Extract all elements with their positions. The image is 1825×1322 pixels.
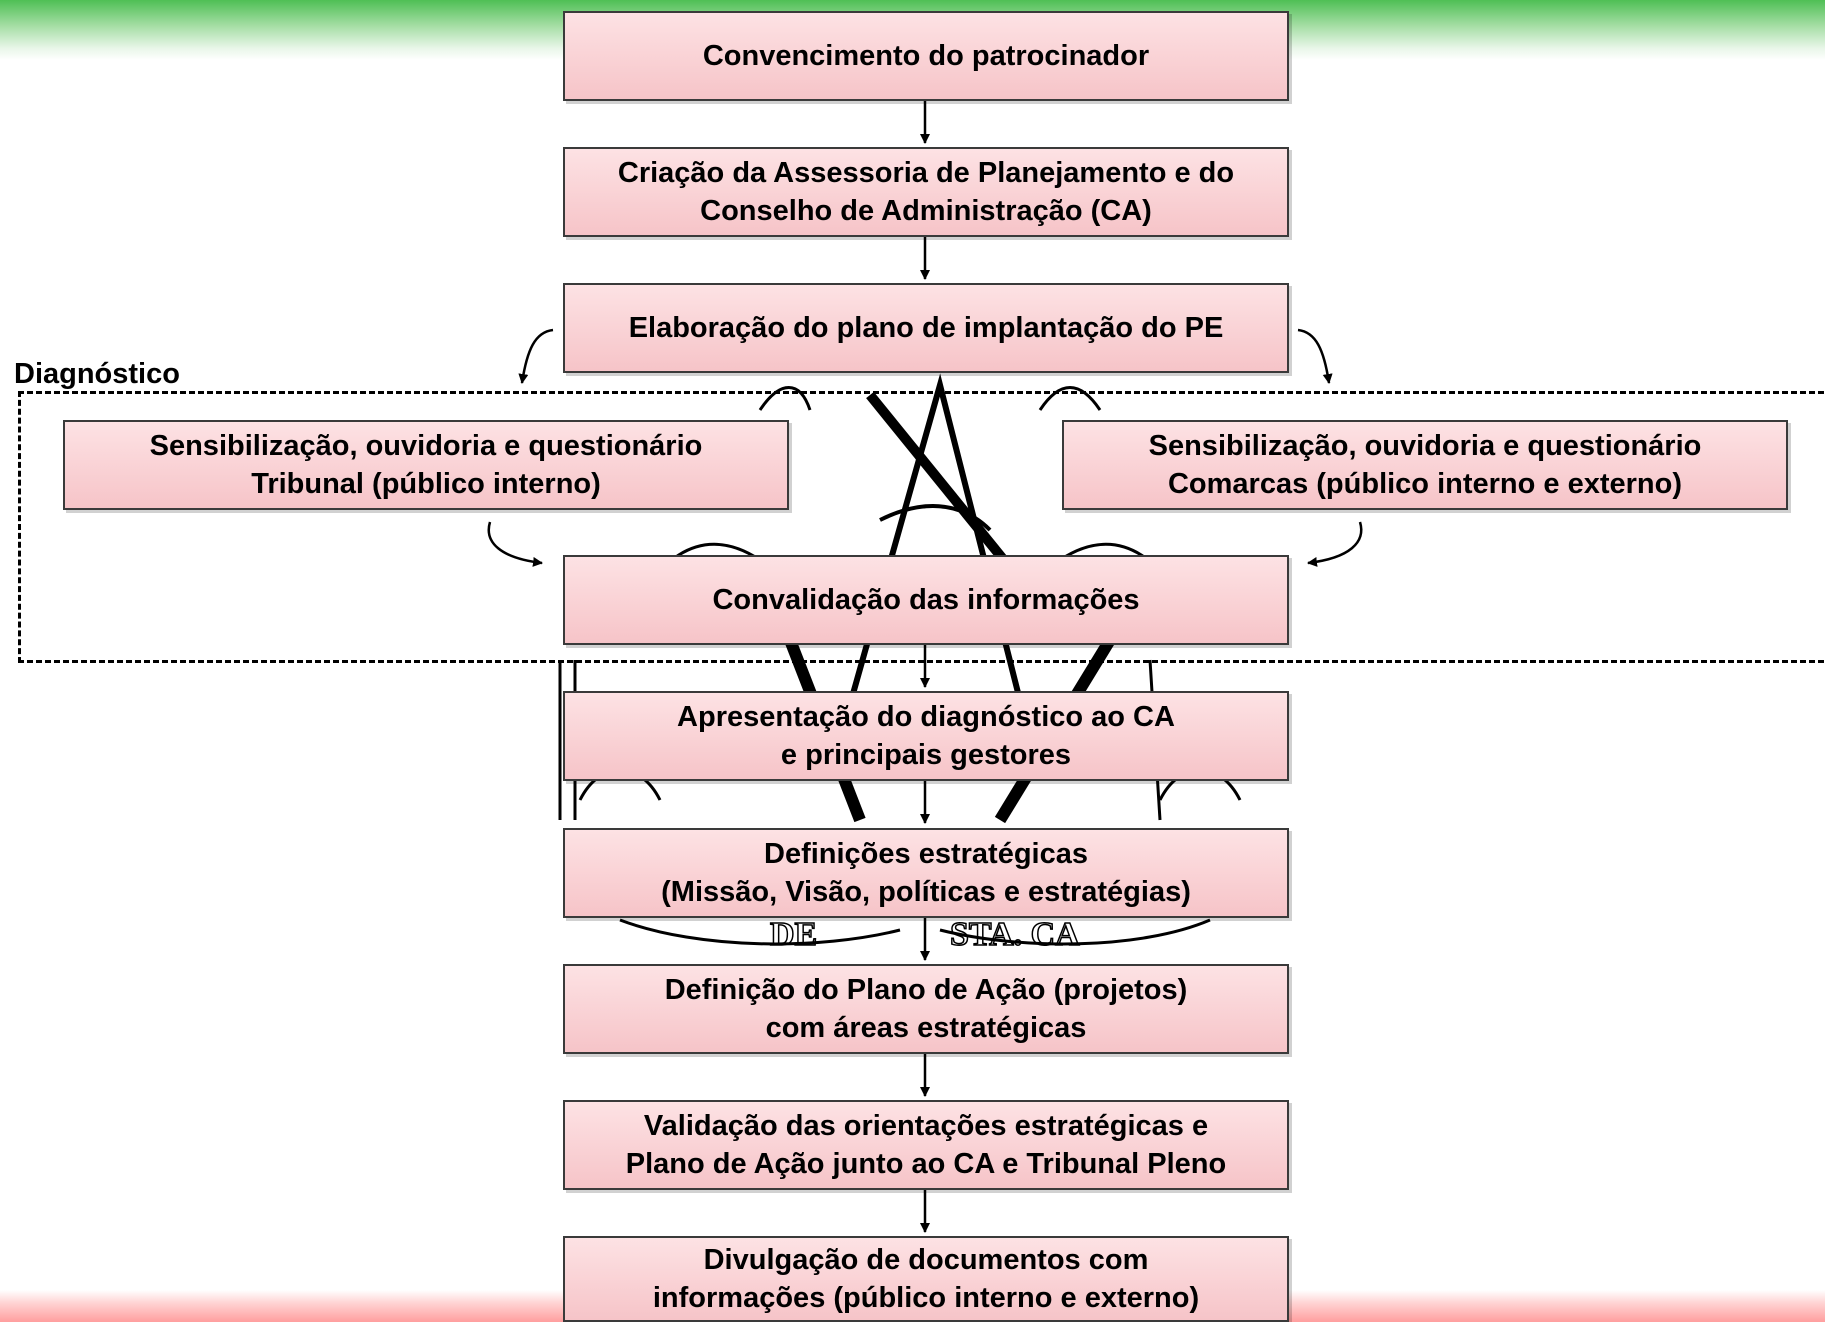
- step-apresentacao-diagnostico: Apresentação do diagnóstico ao CA e prin…: [563, 691, 1289, 781]
- step-convalidacao-informacoes: Convalidação das informações: [563, 555, 1289, 645]
- arrow-s4-s6: [487, 521, 543, 567]
- diagnostico-group-frame: [18, 391, 1825, 663]
- arrow-s3-s5: [1297, 328, 1333, 384]
- step-divulgacao-documentos: Divulgação de documentos com informações…: [563, 1236, 1289, 1322]
- step-criacao-assessoria: Criação da Assessoria de Planejamento e …: [563, 147, 1289, 237]
- step-convencimento-patrocinador: Convencimento do patrocinador: [563, 11, 1289, 101]
- arrow-s3-s4: [518, 328, 554, 384]
- arrow-s5-s6: [1307, 521, 1363, 567]
- step-sensibilizacao-tribunal: Sensibilização, ouvidoria e questionário…: [63, 420, 789, 510]
- step-definicoes-estrategicas: Definições estratégicas (Missão, Visão, …: [563, 828, 1289, 918]
- watermark-text-sta: STA. CA: [950, 916, 1080, 953]
- step-validacao-orientacoes: Validação das orientações estratégicas e…: [563, 1100, 1289, 1190]
- step-elaboracao-plano: Elaboração do plano de implantação do PE: [563, 283, 1289, 373]
- watermark-text-de: DE: [770, 916, 817, 953]
- diagnostico-group-label: Diagnóstico: [14, 358, 180, 390]
- step-sensibilizacao-comarcas: Sensibilização, ouvidoria e questionário…: [1062, 420, 1788, 510]
- step-definicao-plano-acao: Definição do Plano de Ação (projetos) co…: [563, 964, 1289, 1054]
